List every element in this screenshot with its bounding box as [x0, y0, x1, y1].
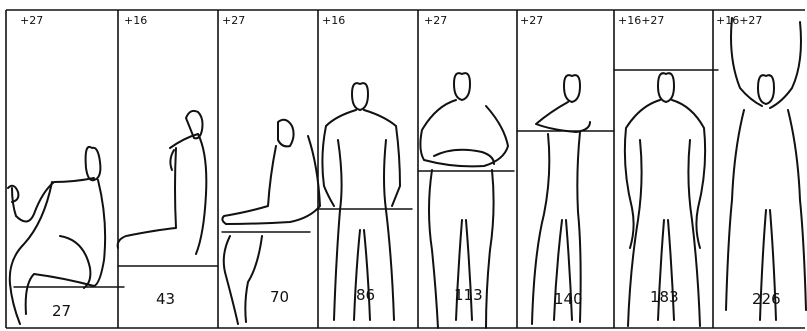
panel-8-labels: +16+27 226	[716, 14, 781, 308]
panel-6-bottom-label: 140	[554, 290, 583, 308]
panel-8-top-label: +16+27	[716, 14, 762, 27]
panel-7-labels: +16+27 183	[618, 14, 679, 306]
panel-2-labels: +16 43	[124, 14, 175, 308]
panel-1-bottom-label: 27	[52, 302, 71, 320]
panel-5-top-label: +27	[424, 14, 447, 27]
panel-4-top-label: +16	[322, 14, 345, 27]
panel-7-bottom-label: 183	[650, 288, 679, 306]
panel-3-top-label: +27	[222, 14, 245, 27]
panel-5-bottom-label: 113	[454, 286, 483, 304]
figure-4-standing-hands-down	[322, 83, 400, 320]
figure-8-both-arms-up	[726, 18, 806, 320]
panel-2-bottom-label: 43	[156, 290, 175, 308]
panel-6-labels: +27 140	[520, 14, 583, 308]
panel-8-bottom-label: 226	[752, 290, 781, 308]
panel-6-top-label: +27	[520, 14, 543, 27]
figure-6-elbow-on-ledge	[532, 75, 590, 324]
panel-2-top-label: +16	[124, 14, 147, 27]
panel-4-bottom-label: 86	[356, 286, 375, 304]
panel-7-top-label: +16+27	[618, 14, 664, 27]
panel-3-bottom-label: 70	[270, 288, 289, 306]
figure-2-seated-stool	[118, 111, 207, 254]
panel-1-labels: +27 27	[20, 14, 71, 320]
panel-1-top-label: +27	[20, 14, 43, 27]
figure-1-kneeling	[8, 147, 105, 324]
panel-grid	[6, 10, 805, 328]
